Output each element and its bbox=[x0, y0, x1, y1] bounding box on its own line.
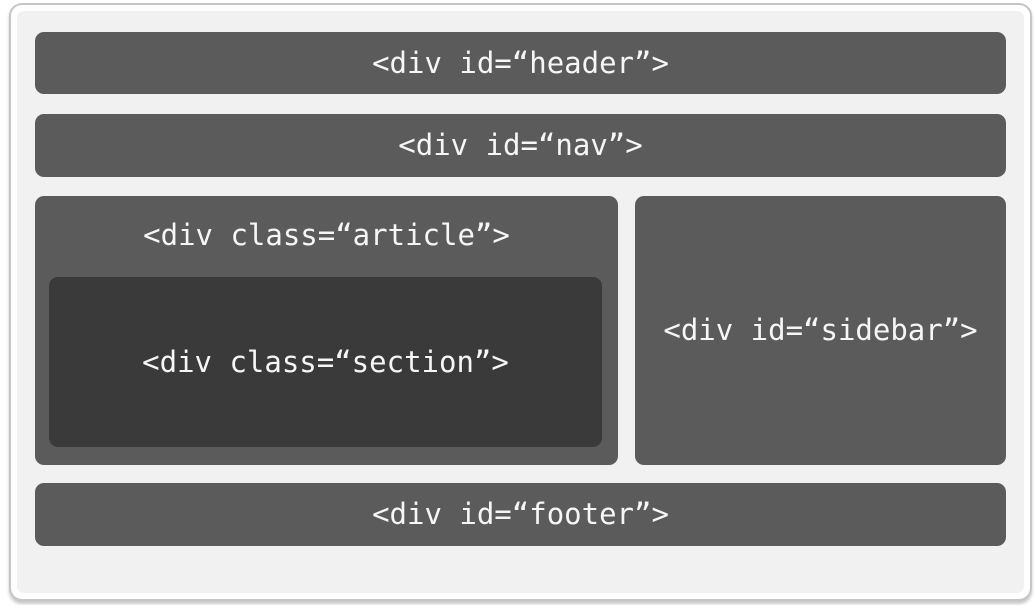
section-block-label: <div class=“section”> bbox=[142, 344, 509, 379]
header-block-label: <div id=“header”> bbox=[372, 45, 669, 80]
middle-row: <div class=“article”> <div class=“sectio… bbox=[35, 196, 1006, 465]
nav-block-label: <div id=“nav”> bbox=[398, 128, 643, 162]
article-block-label: <div class=“article”> bbox=[143, 217, 510, 252]
header-block: <div id=“header”> bbox=[35, 32, 1006, 94]
footer-block-label: <div id=“footer”> bbox=[372, 497, 669, 531]
article-label-row: <div class=“article”> bbox=[35, 196, 618, 252]
article-block: <div class=“article”> <div class=“sectio… bbox=[35, 196, 618, 465]
section-block: <div class=“section”> bbox=[49, 277, 602, 447]
page-canvas: <div id=“header”> <div id=“nav”> <div cl… bbox=[17, 11, 1024, 593]
footer-block: <div id=“footer”> bbox=[35, 483, 1006, 546]
sidebar-block: <div id=“sidebar”> bbox=[635, 196, 1006, 465]
figure-card: <div id=“header”> <div id=“nav”> <div cl… bbox=[9, 3, 1032, 601]
nav-block: <div id=“nav”> bbox=[35, 114, 1006, 177]
sidebar-block-label: <div id=“sidebar”> bbox=[663, 313, 978, 347]
